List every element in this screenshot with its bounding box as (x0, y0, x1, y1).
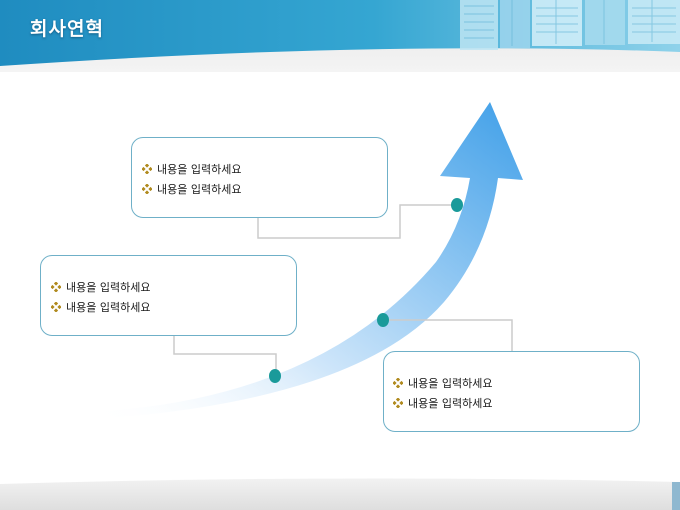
diamond-bullet-icon (50, 301, 63, 314)
connector-line (383, 319, 513, 352)
timeline-dot (377, 313, 389, 327)
growth-arrow (90, 102, 523, 418)
list-item: 내용을 입력하세요 (141, 181, 241, 197)
diamond-bullet-icon (141, 163, 154, 176)
list-item: 내용을 입력하세요 (392, 375, 492, 391)
timeline-dot (269, 369, 281, 383)
diamond-bullet-icon (50, 281, 63, 294)
page-title: 회사연혁 (30, 18, 104, 40)
connector-line (173, 336, 277, 376)
list-item: 내용을 입력하세요 (50, 299, 150, 315)
timeline-dot (451, 198, 463, 212)
text-box-1 (131, 137, 388, 218)
list-item: 내용을 입력하세요 (50, 279, 150, 295)
building-photo (460, 0, 680, 50)
diamond-bullet-icon (392, 377, 405, 390)
list-item: 내용을 입력하세요 (392, 395, 492, 411)
connector-line (257, 204, 457, 239)
header-banner (0, 0, 680, 72)
text-box-3 (383, 351, 640, 432)
footer-bar (0, 478, 680, 510)
diamond-bullet-icon (141, 183, 154, 196)
diamond-bullet-icon (392, 397, 405, 410)
list-item: 내용을 입력하세요 (141, 161, 241, 177)
text-box-2 (40, 255, 297, 336)
